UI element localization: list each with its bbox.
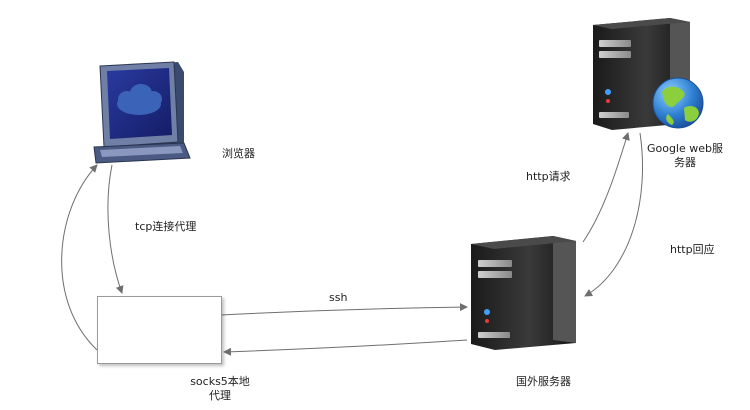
- socks-proxy-label-line2: 代理: [209, 389, 231, 402]
- computer-icon: [93, 61, 191, 164]
- cloud-icon: [117, 84, 162, 115]
- socks-proxy-label: socks5本地 代理: [180, 375, 260, 403]
- ssh-edge-label: ssh: [329, 291, 348, 304]
- google-server-label-line2: 务器: [674, 156, 696, 169]
- foreign-server-label: 国外服务器: [516, 375, 571, 388]
- http-response-label: http回应: [670, 243, 715, 256]
- socks-proxy-label-line1: socks5本地: [190, 375, 250, 388]
- edge-google-to-server: [584, 132, 643, 297]
- foreign-server-icon: [471, 236, 576, 350]
- browser-label: 浏览器: [222, 147, 255, 160]
- google-server-label: Google web服 务器: [640, 142, 730, 170]
- google-server-label-line1: Google web服: [646, 142, 724, 155]
- edge-server-to-google: [582, 132, 630, 243]
- http-request-label: http请求: [526, 170, 571, 183]
- edge-browser-to-proxy: [107, 164, 124, 294]
- tcp-edge-label: tcp连接代理: [135, 220, 197, 233]
- edge-proxy-to-server: [220, 303, 468, 316]
- edge-proxy-to-browser: [61, 164, 98, 351]
- edge-server-to-proxy: [223, 339, 468, 356]
- globe-icon: [652, 77, 704, 129]
- socks-proxy-box: [97, 296, 222, 364]
